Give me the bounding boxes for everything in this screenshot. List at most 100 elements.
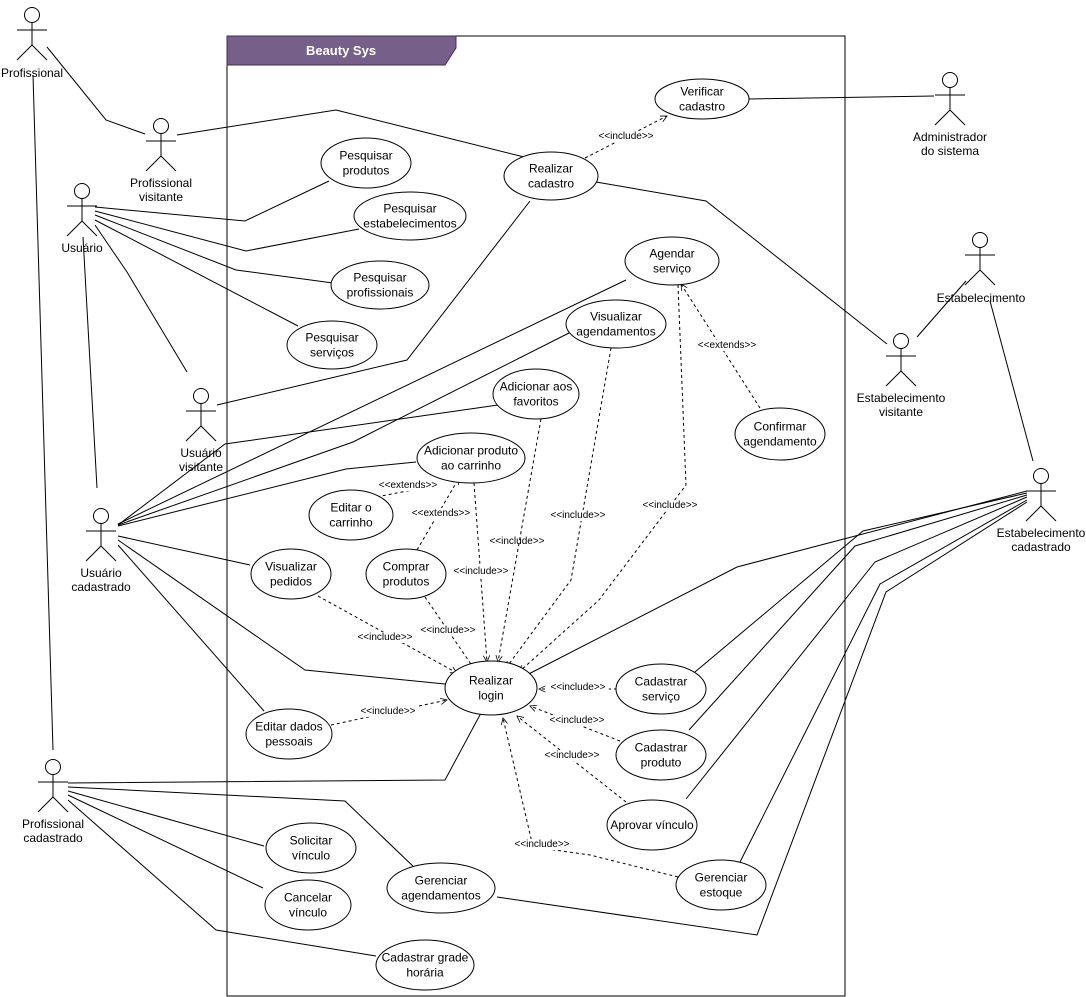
use-case-label: pessoais [265,735,312,749]
use-case-ellipse[interactable] [416,432,526,484]
use-case-ellipse[interactable] [264,879,352,931]
use-case-ellipse[interactable] [615,729,707,781]
use-case-ellipse[interactable] [444,660,538,716]
actor-label: Profissional [22,817,84,831]
use-case-ellipse[interactable] [606,799,698,851]
association-line [747,95,935,100]
system-header [226,35,457,66]
use-case-label: agendamentos [576,325,655,339]
association-line [117,332,570,526]
use-case-ellipse[interactable] [308,489,394,541]
use-case-label: Pesquisar [305,331,358,345]
dependency-label-bg [541,750,603,761]
use-case-ellipse[interactable] [265,822,357,874]
association-line [117,544,265,712]
dependency-label-bg [546,715,608,726]
use-case-ellipse[interactable] [286,320,378,370]
actor-label: Estabelecimento [997,526,1086,540]
use-case-label: Gerenciar [695,871,748,885]
use-case-label: serviços [310,346,354,360]
use-case-ellipse[interactable] [365,548,447,600]
actor-figure-icon [145,118,177,172]
use-case-ellipse[interactable] [330,260,430,310]
association-line [46,46,146,135]
association-line [117,535,251,566]
dependency-dep-cad-produto: <<include>> [530,706,621,742]
use-case-ellipse[interactable] [675,859,767,911]
use-case-label: Agendar [649,247,694,261]
dependency-label: <<include>> [642,500,697,511]
dependency-dep-visualizar-agend: <<include>> [506,347,612,668]
use-case-ellipse[interactable] [624,236,720,286]
dependency-label: <<include>> [550,682,605,693]
actor-figure-icon [1025,468,1057,522]
dependency-label-bg [595,131,657,142]
use-case-label: Cancelar [284,891,332,905]
actor-figure-icon [37,759,69,813]
use-case-ellipse[interactable] [320,137,412,189]
use-case-ellipse[interactable] [250,548,332,600]
actor-figure-icon [66,183,98,237]
dependency-dep-comprar-carrinho: <<extends>> [410,478,472,551]
association-line [989,300,1034,462]
use-case-ellipse[interactable] [565,299,667,349]
use-case-ellipse[interactable] [615,663,707,715]
use-case-ellipse[interactable] [353,191,467,241]
use-case-label: Adicionar produto [424,444,518,458]
dependency-label: <<include>> [550,510,605,521]
use-case-label: Cadastrar [635,741,688,755]
system-title: Beauty Sys [306,43,376,58]
use-case-ellipse[interactable] [734,407,826,461]
dependency-label-bg [450,566,512,577]
use-case-label: produtos [343,164,390,178]
dependency-dep-editar-carrinho: <<extends>> [370,480,439,499]
dependency-label: <<include>> [544,750,599,761]
dependency-label-bg [354,632,416,643]
dependency-dep-comprar2: <<include>> [417,596,479,670]
use-case-label: horária [406,966,444,980]
association-line [94,224,188,373]
use-case-ellipse[interactable] [654,78,750,120]
dependency-label: <<include>> [420,625,475,636]
use-case-label: produto [641,756,682,770]
use-case-label: Comprar [383,560,430,574]
use-case-aprovar-vinculo[interactable]: Aprovar vínculo [606,799,698,851]
use-case-label: cadastro [679,100,725,114]
use-case-ellipse[interactable] [386,862,496,914]
use-case-ellipse[interactable] [503,151,599,201]
actor-usuario: Usuário [61,183,103,255]
use-case-ellipse[interactable] [492,368,580,420]
use-case-label: vínculo [289,906,327,920]
use-case-ellipse[interactable] [375,939,475,991]
dependency-label-bg [511,839,573,850]
use-case-ellipse[interactable] [245,708,333,760]
actor-label: cadastrado [71,580,131,594]
dependency-arrow [506,347,612,668]
